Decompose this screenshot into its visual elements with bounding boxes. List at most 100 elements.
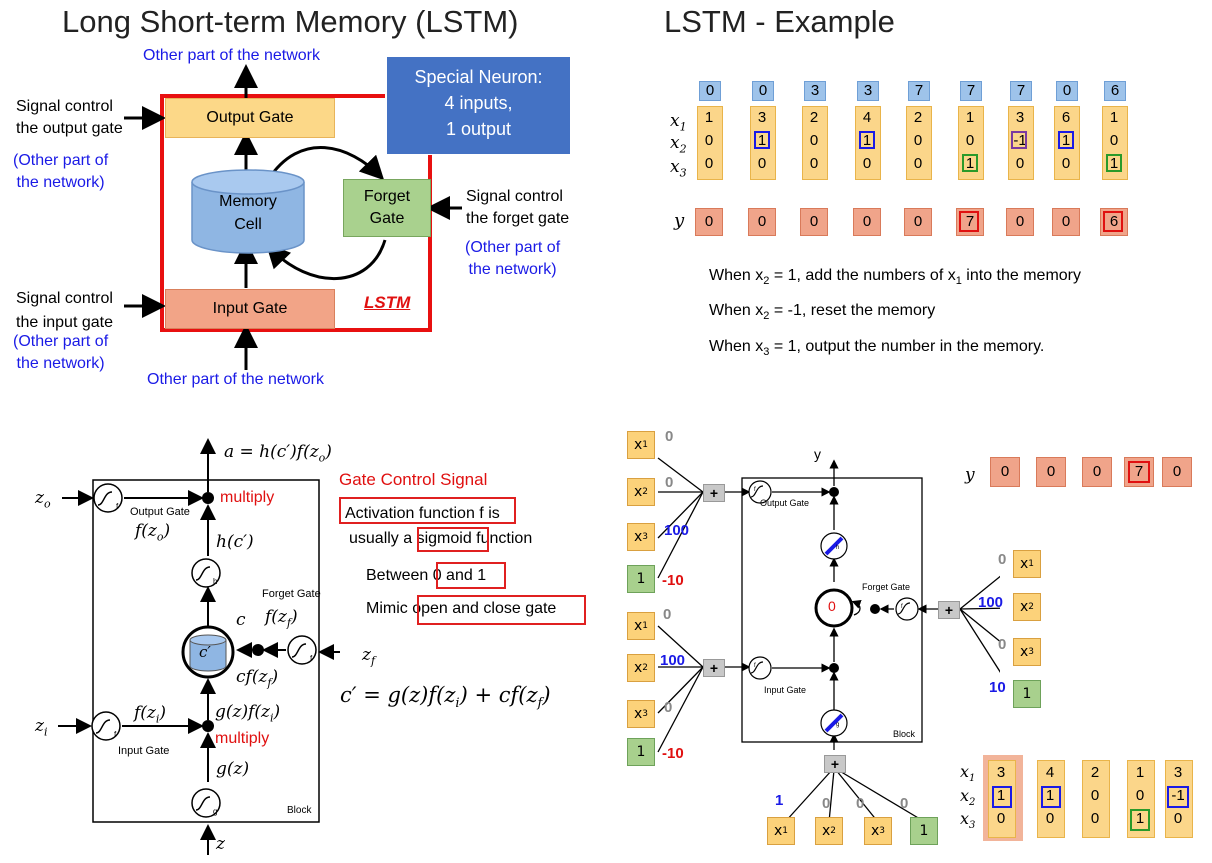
seq-x3-5: 1 (965, 155, 975, 172)
seq-x1-0: 1 (704, 109, 714, 126)
br-row-x2-x: x (960, 786, 970, 805)
rule-3-b: = 1, output the number in the memory. (769, 338, 1045, 355)
ig-input-3: 1 (627, 738, 655, 766)
ig-weight-2: 0 (664, 699, 673, 716)
block-label: Block (287, 805, 312, 816)
f-zo-label: f(zo) (135, 521, 171, 544)
f-zf-label: f(zf) (265, 607, 298, 630)
gz-fzi-sub: i (269, 711, 274, 725)
br-y-top: y (814, 446, 821, 462)
a-eq-sub: o (318, 451, 326, 465)
lstm-block-diagram (58, 438, 340, 855)
sigmoid-highlight (417, 527, 489, 552)
a-eq-end: ) (325, 442, 332, 462)
seq-x3-7: 0 (1061, 155, 1071, 172)
output-gate-box: Output Gate (165, 98, 335, 138)
seq-x1-6: 3 (1015, 109, 1025, 126)
og-input-1-sub: 2 (642, 487, 649, 497)
row-label-x1-text: x (670, 111, 680, 131)
z-o-main: z (35, 488, 44, 508)
br-y-label: y (965, 465, 975, 485)
memory-cell-cylinder (191, 169, 305, 254)
signal-forget-other-line1: (Other part of (465, 239, 561, 256)
br-seq-x3-1: 0 (1045, 810, 1055, 827)
z-o-sub: o (43, 497, 51, 511)
z-o-label: zo (35, 488, 51, 510)
seq-x2-2: 0 (809, 132, 819, 149)
seq-x2-0: 0 (704, 132, 714, 149)
z-f-label: zf (362, 645, 375, 667)
c-prime-label: c′ (199, 643, 211, 661)
seq-x3-8: 1 (1109, 155, 1119, 172)
seq-x2-8: 0 (1109, 132, 1119, 149)
seq-y-4: 0 (904, 208, 932, 236)
signal-output-line1: Signal control (16, 98, 113, 115)
forget-gate-line2: Gate (369, 210, 405, 227)
gz-fzi-label: g(z)f(zi) (215, 702, 281, 725)
ig-input-1-sub: 2 (642, 663, 649, 673)
br-seq-hl-x2-0 (992, 786, 1012, 808)
fg-input-0-x: x (1019, 556, 1029, 572)
seq-x1-4: 2 (913, 109, 923, 126)
row-label-x2-sub: 2 (679, 142, 687, 156)
signal-input-line1: Signal control (16, 290, 113, 307)
gz-fzi-main: g(z)f(z (215, 702, 270, 722)
seq-y-2: 0 (800, 208, 828, 236)
c-eq-main: c′ = g(z)f(z (340, 683, 456, 707)
cf-zf-main: cf(z (236, 667, 268, 687)
rule-2-a: When x (709, 302, 764, 319)
rule-3: When x3 = 1, output the number in the me… (709, 338, 1044, 358)
c-eq-mid: ) + cf(z (459, 683, 538, 707)
br-row-x2-sub: 2 (969, 797, 976, 809)
seq-header-2: 3 (804, 81, 826, 101)
br-seq-hl-x3-3 (1130, 809, 1150, 831)
rule-1: When x2 = 1, add the numbers of x1 into … (709, 267, 1081, 287)
seq-highlight-y-8 (1103, 211, 1123, 232)
rule-2-b: = -1, reset the memory (769, 302, 936, 319)
seq-x2-5: 0 (965, 132, 975, 149)
br-seq-x3-4: 0 (1173, 810, 1183, 827)
og-input-2-x: x (633, 529, 643, 545)
sigma-f-forget: f (310, 654, 313, 663)
seq-column-2 (802, 106, 828, 180)
ig-input-2-x: x (633, 706, 643, 722)
lstm-example-network (657, 457, 1000, 823)
br-y-highlight-3 (1128, 461, 1150, 483)
special-neuron-callout: Special Neuron: 4 inputs, 1 output (387, 57, 570, 154)
f-zi-label: f(zi) (134, 703, 167, 726)
og-input-0-sub: 1 (642, 440, 649, 450)
seq-x1-2: 2 (809, 109, 819, 126)
seq-header-5: 7 (960, 81, 982, 101)
br-block-label: Block (893, 729, 916, 739)
br-seq-x3-2: 0 (1090, 810, 1100, 827)
f-zi-sub: i (155, 712, 160, 726)
rule-2: When x2 = -1, reset the memory (709, 302, 935, 322)
br-row-x3-x: x (960, 809, 970, 828)
row-label-x2-text: x (670, 133, 680, 153)
rule-1-sub-a: 2 (763, 275, 770, 288)
br-seq-x2-1: 1 (1045, 787, 1055, 804)
br-sigma-f-in: f (754, 663, 756, 669)
seq-x1-5: 1 (965, 109, 975, 126)
og-input-0-x: x (633, 437, 643, 453)
br-seq-x1-2: 2 (1090, 764, 1100, 781)
fg-weight-0: 0 (998, 551, 1007, 568)
seq-y-3: 0 (853, 208, 881, 236)
seq-highlight-x2-3 (859, 131, 875, 149)
sigma-g: g (213, 807, 218, 816)
br-seq-x2-3: 0 (1135, 787, 1145, 804)
br-sigma-g: g (836, 722, 840, 728)
signal-forget-other: (Other part of the network) (465, 237, 560, 281)
seq-header-1: 0 (752, 81, 774, 101)
seq-x3-1: 0 (757, 155, 767, 172)
br-seq-x1-3: 1 (1135, 764, 1145, 781)
row-label-x3-sub: 3 (679, 166, 687, 180)
seq-highlight-x2-7 (1058, 131, 1074, 149)
sigma-h: h (213, 577, 218, 586)
